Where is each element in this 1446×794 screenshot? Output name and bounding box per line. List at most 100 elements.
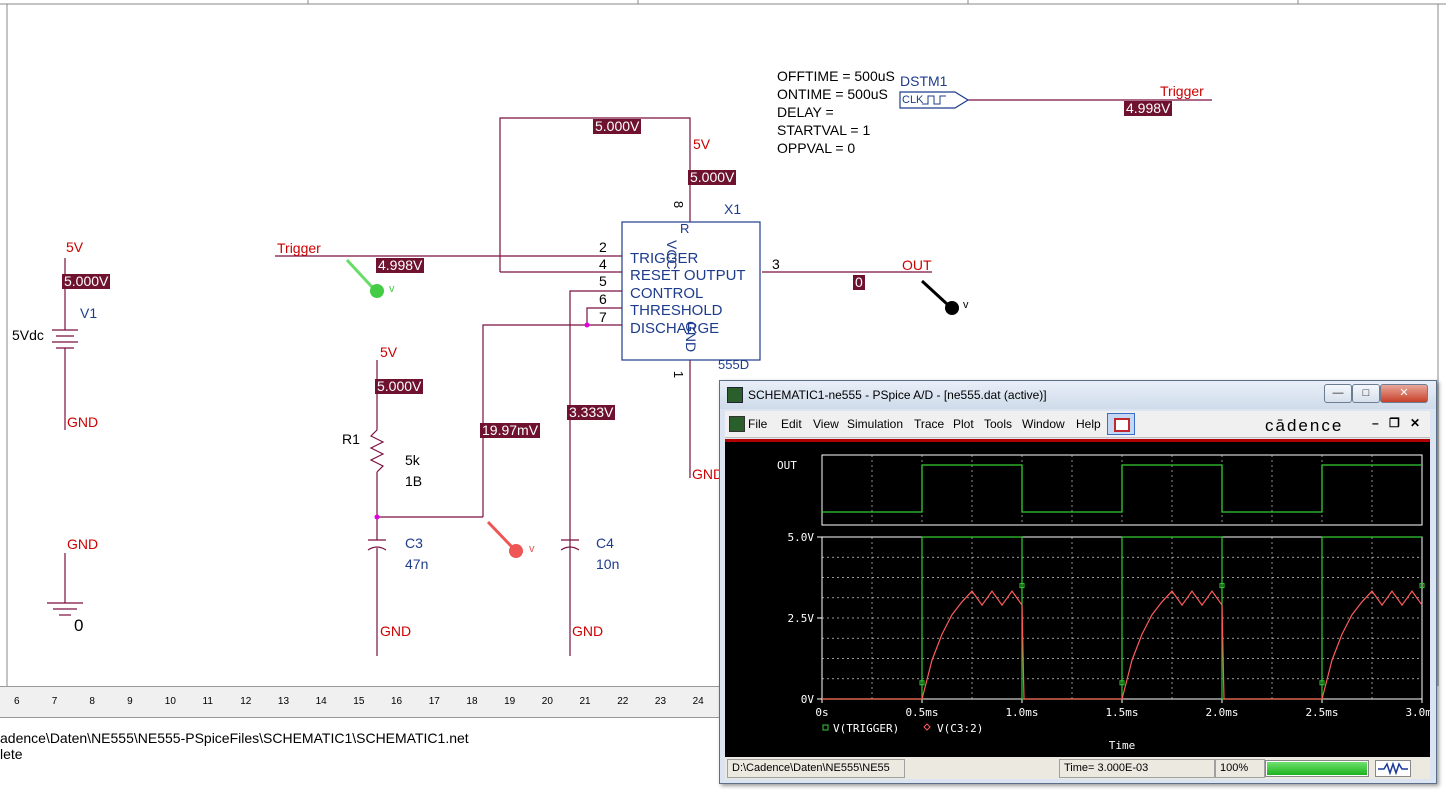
simulation-progress-bar xyxy=(1265,760,1369,777)
session-log-line: lete xyxy=(0,746,23,762)
pin-label-control: CONTROL xyxy=(630,285,704,302)
net-gnd-supply[interactable]: GND xyxy=(67,414,99,430)
digital-trace-out xyxy=(822,464,1422,513)
net-out[interactable]: OUT xyxy=(902,257,932,273)
pin-number-1: 1 xyxy=(671,370,687,379)
toolbar-toggle-icon[interactable] xyxy=(1107,413,1135,435)
ruler-tick-label: 12 xyxy=(240,696,252,707)
ruler-tick-label: 23 xyxy=(654,696,667,707)
menu-file[interactable]: File xyxy=(748,417,768,431)
net-gnd-c4[interactable]: GND xyxy=(572,623,604,639)
pin-label-r: R xyxy=(680,221,690,236)
probe-label-red: v xyxy=(529,543,535,555)
maximize-button[interactable]: □ xyxy=(1352,384,1380,403)
ruler-tick-label: 15 xyxy=(353,696,365,707)
menu-edit[interactable]: Edit xyxy=(781,417,802,431)
net-trigger-left[interactable]: Trigger xyxy=(277,240,321,256)
voltage-label-resistor: 5.000V xyxy=(375,378,424,394)
net-5v-vcc[interactable]: 5V xyxy=(693,136,711,152)
param-startval: STARTVAL = 1 xyxy=(777,122,871,138)
legend-marker-trigger xyxy=(822,724,829,731)
menu-trace[interactable]: Trace xyxy=(914,417,945,431)
probe-label-green: v xyxy=(389,283,395,295)
waveform-status-icon xyxy=(1375,760,1411,777)
menu-plot[interactable]: Plot xyxy=(953,417,974,431)
trace-marker xyxy=(1319,680,1325,686)
net-gnd-c3[interactable]: GND xyxy=(380,623,412,639)
pspice-window[interactable]: SCHEMATIC1-ne555 - PSpice A/D - [ne555.d… xyxy=(719,380,1437,784)
ruler-tick-label: 13 xyxy=(277,696,290,707)
part-r1[interactable]: R1 xyxy=(342,431,360,447)
ruler-tick-label: 16 xyxy=(391,696,403,707)
part-c4[interactable]: C4 xyxy=(596,535,614,551)
timer-ref[interactable]: X1 xyxy=(724,201,742,217)
pin-number-2: 2 xyxy=(599,239,607,255)
pin-label-discharge: DISCHARGE xyxy=(630,320,720,337)
ruler-tick-label: 21 xyxy=(579,696,591,707)
net-gnd-ground[interactable]: GND xyxy=(67,536,99,552)
pspice-titlebar[interactable]: SCHEMATIC1-ne555 - PSpice A/D - [ne555.d… xyxy=(720,381,1436,409)
ground-node-0: 0 xyxy=(74,616,84,635)
mdi-minimize-button[interactable]: – xyxy=(1372,416,1379,430)
ruler-tick-label: 6 xyxy=(14,696,20,707)
minimize-button[interactable]: — xyxy=(1324,384,1352,403)
ruler-tick-label: 24 xyxy=(692,696,704,707)
cadence-logo: cādence xyxy=(1265,416,1344,435)
pin-label-reset-output: RESET OUTPUT xyxy=(630,267,746,284)
pspice-menubar: File Edit View Simulation Trace Plot Too… xyxy=(725,411,1430,438)
menu-window[interactable]: Window xyxy=(1022,417,1065,431)
voltage-label-top-loop: 5.000V xyxy=(593,118,642,134)
ruler-tick-label: 14 xyxy=(315,696,327,707)
net-trigger-right[interactable]: Trigger xyxy=(1160,83,1204,99)
net-5v-supply[interactable]: 5V xyxy=(66,239,84,255)
legend-marker-c3 xyxy=(923,723,931,731)
ruler-tick-label: 17 xyxy=(428,696,440,707)
mdi-restore-button[interactable]: ❐ xyxy=(1389,416,1400,430)
x-tick-label: 1.0ms xyxy=(1005,706,1038,719)
ruler-tick-label: 19 xyxy=(504,696,516,707)
part-c4-value: 10n xyxy=(596,556,620,572)
session-log: adence\Daten\NE555\NE555-PSpiceFiles\SCH… xyxy=(0,730,469,762)
pspice-title: SCHEMATIC1-ne555 - PSpice A/D - [ne555.d… xyxy=(748,388,1047,402)
voltage-label-supply: 5.000V xyxy=(62,273,111,289)
y-tick-label: 5.0V xyxy=(788,531,815,544)
menu-view[interactable]: View xyxy=(813,417,839,431)
trace-marker xyxy=(1419,583,1425,589)
trace-v-c3 xyxy=(822,590,1423,700)
legend-label-trigger: V(TRIGGER) xyxy=(833,722,899,735)
pin-number-6: 6 xyxy=(599,291,607,307)
clk-label: CLK xyxy=(902,94,924,106)
ruler-tick-label: 8 xyxy=(89,696,95,707)
session-log-line: adence\Daten\NE555\NE555-PSpiceFiles\SCH… xyxy=(0,730,469,746)
y-tick-label: 2.5V xyxy=(788,612,815,625)
part-c3[interactable]: C3 xyxy=(405,535,423,551)
menu-tools[interactable]: Tools xyxy=(984,417,1013,431)
document-icon[interactable] xyxy=(729,416,745,432)
ruler-tick-label: 18 xyxy=(466,696,478,707)
ruler-tick-label: 11 xyxy=(202,696,213,707)
voltage-label-control: 3.333V xyxy=(567,404,616,420)
net-gnd-timer[interactable]: GND xyxy=(692,466,724,482)
mdi-close-button[interactable]: ✕ xyxy=(1410,416,1421,430)
trace-marker xyxy=(1219,583,1225,589)
x-axis-label: Time xyxy=(1109,739,1136,752)
trace-marker xyxy=(1119,680,1125,686)
close-button[interactable]: ✕ xyxy=(1380,384,1428,403)
voltage-label-vcc: 5.000V xyxy=(688,169,737,185)
net-5v-resistor[interactable]: 5V xyxy=(380,344,398,360)
menu-simulation[interactable]: Simulation xyxy=(847,417,904,431)
part-v1[interactable]: V1 xyxy=(80,305,98,321)
x-tick-label: 3.0ms xyxy=(1405,706,1430,719)
trace-marker xyxy=(919,680,925,686)
menu-help[interactable]: Help xyxy=(1076,417,1101,431)
pin-label-trigger: TRIGGER xyxy=(630,250,699,267)
digital-signal-label: OUT xyxy=(777,459,797,472)
param-oppval: OPPVAL = 0 xyxy=(777,140,856,156)
pspice-statusbar: D:\Cadence\Daten\NE555\NE55 Time= 3.000E… xyxy=(725,757,1430,779)
pin-label-threshold: THRESHOLD xyxy=(630,302,723,319)
stimulus-name[interactable]: DSTM1 xyxy=(900,73,948,89)
